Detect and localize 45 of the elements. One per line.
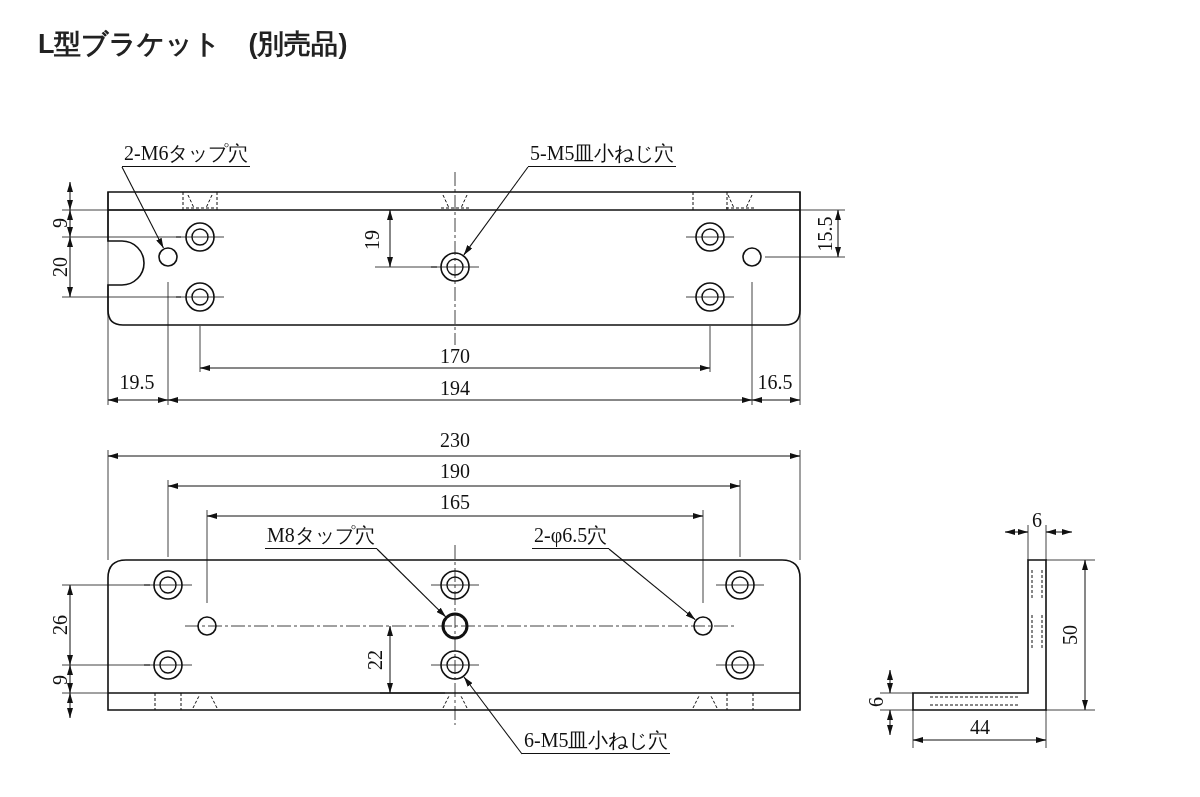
- hole: [157, 246, 179, 268]
- leader-line: [463, 166, 529, 256]
- dimension-value: 170: [440, 346, 470, 366]
- dimension-value: 194: [440, 378, 470, 398]
- counterbored-hole: [184, 281, 216, 313]
- counterbored-hole: [439, 569, 471, 601]
- dimension-value: 50: [1060, 625, 1080, 645]
- counterbored-hole: [724, 649, 756, 681]
- hole: [741, 246, 763, 268]
- counterbored-hole: [724, 569, 756, 601]
- leader-line: [121, 166, 164, 249]
- dimension-value: 230: [440, 430, 470, 450]
- callout-label: M8タップ穴: [265, 525, 377, 549]
- counterbored-hole: [694, 221, 726, 253]
- dimension-value: 20: [50, 257, 70, 277]
- dimension-value: 19.5: [119, 372, 155, 392]
- callout-label: 2-M6タップ穴: [122, 143, 251, 167]
- hole: [196, 615, 218, 637]
- counterbored-hole: [439, 251, 471, 283]
- dimension-value: 190: [440, 461, 470, 481]
- dimension-value: 44: [970, 717, 990, 737]
- dimension-value: 19: [362, 230, 382, 250]
- title: L型ブラケット (別売品): [38, 28, 348, 61]
- dimension-value: 6: [866, 697, 886, 707]
- dimension-value: 9: [50, 218, 70, 228]
- leader-line: [608, 548, 696, 621]
- counterbored-hole: [694, 281, 726, 313]
- counterbored-hole: [152, 649, 184, 681]
- counterbored-hole: [439, 649, 471, 681]
- callout-label: 6-M5皿小ねじ穴: [522, 730, 671, 754]
- callout-label: 5-M5皿小ねじ穴: [528, 143, 677, 167]
- dimension-value: 165: [440, 492, 470, 512]
- dimension-value: 22: [365, 650, 385, 670]
- leader-line: [376, 548, 447, 618]
- dimension-value: 6: [1032, 510, 1042, 530]
- counterbored-hole: [184, 221, 216, 253]
- dimension-value: 26: [50, 615, 70, 635]
- leader-line: [463, 676, 523, 755]
- dimension-value: 9: [50, 675, 70, 685]
- counterbored-hole: [152, 569, 184, 601]
- tapped-hole: [441, 612, 469, 640]
- dimension-value: 16.5: [757, 372, 793, 392]
- dimension-value: 15.5: [814, 216, 834, 252]
- callout-label: 2-φ6.5穴: [532, 525, 610, 549]
- hole: [692, 615, 714, 637]
